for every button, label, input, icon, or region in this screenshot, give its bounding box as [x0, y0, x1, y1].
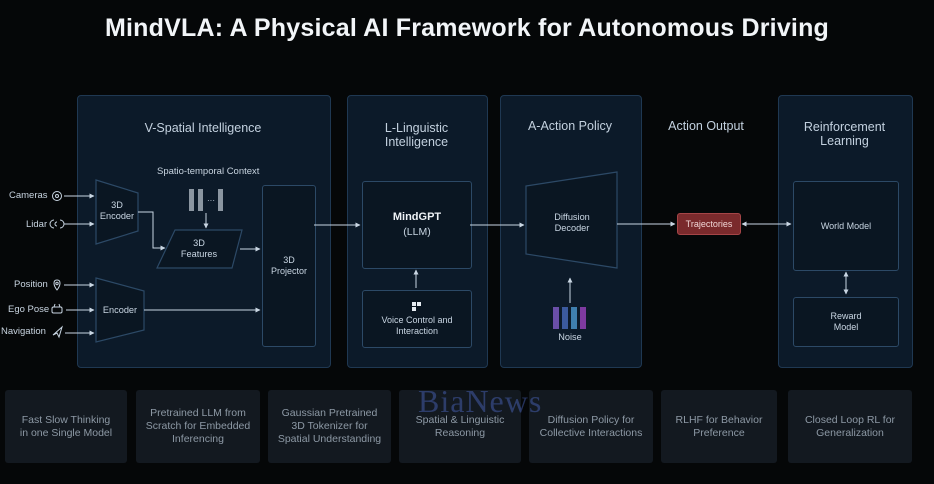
- features-3d-line1: 3D: [193, 238, 205, 248]
- feature-card-4: Spatial & Linguistic Reasoning: [399, 390, 521, 463]
- feature-card-7: Closed Loop RL for Generalization: [788, 390, 912, 463]
- encoder-3d-line2: Encoder: [100, 211, 134, 221]
- watermark: BiaNews: [418, 383, 543, 419]
- reinforcement-learning-title: Reinforcement Learning: [803, 120, 886, 148]
- world-model-node: World Model: [793, 181, 899, 271]
- linguistic-intelligence-title: L-Linguistic Intelligence: [384, 121, 449, 149]
- spatial-intelligence-title: V-Spatial Intelligence: [144, 121, 262, 135]
- voice-control-label: Voice Control and Interaction: [381, 314, 453, 336]
- input-ego-pose-label: Ego Pose: [8, 304, 50, 315]
- noise-bars: [553, 307, 586, 329]
- noise-text: Noise: [558, 332, 582, 342]
- input-cameras-label: Cameras: [9, 190, 48, 201]
- voice-control-icon: [412, 301, 422, 312]
- feature-card-5: Diffusion Policy for Collective Interact…: [529, 390, 653, 463]
- encoder-3d-line1: 3D: [111, 200, 123, 210]
- flow-arrows: [138, 211, 849, 313]
- trajectories-label: Trajectories: [685, 218, 733, 229]
- feature-card-2: Pretrained LLM from Scratch for Embedded…: [136, 390, 260, 463]
- action-policy-title: A-Action Policy: [527, 119, 613, 133]
- voice-control-node: Voice Control and Interaction: [362, 290, 472, 348]
- mindgpt-node: MindGPT (LLM): [362, 181, 472, 269]
- encoder-text: Encoder: [103, 305, 137, 315]
- svg-text:···: ···: [207, 196, 215, 205]
- features-3d-shape: [156, 229, 243, 269]
- trajectories-node: Trajectories: [677, 213, 741, 235]
- diffusion-decoder-line1: Diffusion: [554, 212, 590, 222]
- input-arrows: [64, 193, 95, 336]
- features-3d-line2: Features: [181, 249, 218, 259]
- camera-icon: [52, 191, 62, 201]
- reward-model-node: Reward Model: [793, 297, 899, 347]
- projector-3d-node: 3D Projector: [262, 185, 316, 347]
- projector-3d-label: 3D Projector: [270, 255, 307, 276]
- input-lidar-label: Lidar: [26, 219, 48, 230]
- context-tokens: ···: [189, 189, 223, 211]
- feature-card-1: Fast Slow Thinking in one Single Model: [5, 390, 127, 463]
- input-position-label: Position: [14, 279, 48, 290]
- car-icon: [51, 303, 63, 314]
- page-title: MindVLA: A Physical AI Framework for Aut…: [104, 14, 830, 42]
- feature-card-3: Gaussian Pretrained 3D Tokenizer for Spa…: [268, 390, 391, 463]
- input-navigation-label: Navigation: [1, 326, 46, 337]
- encoder-3d-shape: [95, 179, 139, 245]
- feature-card-6: RLHF for Behavior Preference: [661, 390, 777, 463]
- world-model-label: World Model: [820, 220, 872, 231]
- reward-model-label: Reward Model: [830, 311, 862, 332]
- encoder-shape: [95, 277, 145, 343]
- diffusion-decoder-line2: Decoder: [555, 223, 590, 233]
- action-output-title: Action Output: [668, 119, 744, 133]
- mindgpt-label: MindGPT: [392, 211, 442, 223]
- location-pin-icon: [53, 279, 61, 291]
- lidar-icon: [49, 219, 65, 229]
- spatio-temporal-context-label: Spatio-temporal Context: [157, 166, 260, 177]
- llm-label: (LLM): [403, 226, 431, 238]
- diffusion-decoder-shape: [525, 171, 618, 269]
- navigation-arrow-icon: [52, 325, 63, 339]
